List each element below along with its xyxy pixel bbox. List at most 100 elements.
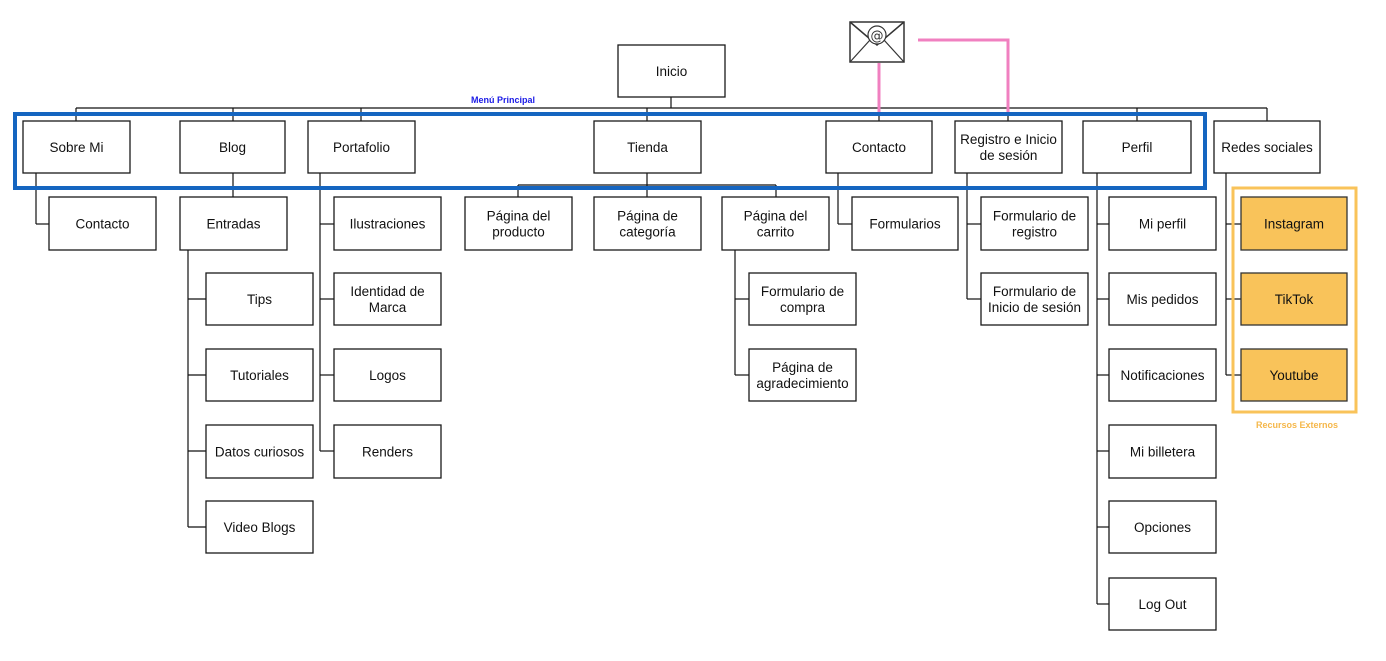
node-box [1082, 120, 1192, 174]
node-box [954, 120, 1063, 174]
node-box [748, 348, 857, 402]
node-box [1240, 348, 1348, 402]
email-to-register-line [918, 38, 1010, 112]
node-renders: Renders [333, 424, 442, 479]
node-box [1108, 272, 1217, 326]
node-box [1240, 272, 1348, 326]
node-inicio: Inicio [617, 44, 726, 98]
node-mi-perfil: Mi perfil [1108, 196, 1217, 251]
node-label: Mis pedidos [1126, 292, 1198, 307]
node-box [333, 424, 442, 479]
node-logos: Logos [333, 348, 442, 402]
node-box [748, 272, 857, 326]
node-box [851, 196, 959, 251]
external-resources-caption: Recursos Externos [1256, 420, 1338, 430]
node-logout: Log Out [1108, 577, 1217, 631]
node-notificaciones: Notificaciones [1108, 348, 1217, 402]
node-box [22, 120, 131, 174]
node-tips: Tips [205, 272, 314, 326]
node-label: Blog [219, 140, 246, 155]
node-tiktok: TikTok [1240, 272, 1348, 326]
node-label: categoría [619, 225, 676, 240]
node-label: Tutoriales [230, 368, 289, 383]
node-billetera: Mi billetera [1108, 424, 1217, 479]
node-label: Tips [247, 292, 272, 307]
node-label: Inicio de sesión [988, 300, 1081, 315]
node-label: compra [780, 300, 826, 315]
node-box [333, 348, 442, 402]
node-label: Página de [617, 209, 678, 224]
node-label: Log Out [1138, 597, 1186, 612]
node-label: Portafolio [333, 140, 390, 155]
node-box [980, 272, 1089, 326]
node-label: Página del [487, 209, 551, 224]
node-redes: Redes sociales [1213, 120, 1321, 174]
node-label: Notificaciones [1120, 368, 1204, 383]
node-box [1108, 424, 1217, 479]
node-contacto-menu: Contacto [825, 120, 933, 174]
node-label: Formulario de [993, 209, 1076, 224]
main-menu-caption: Menú Principal [471, 95, 535, 105]
at-sign-icon: @ [871, 29, 884, 44]
at-sign-ring [867, 25, 887, 45]
node-box [333, 272, 442, 326]
external-resources-frame [1231, 186, 1358, 414]
node-ilustraciones: Ilustraciones [333, 196, 442, 251]
node-label: Formulario de [993, 284, 1076, 299]
node-label: Datos curiosos [215, 445, 305, 460]
node-box [1108, 196, 1217, 251]
node-contacto-sub: Contacto [48, 196, 157, 251]
node-label: Página de [772, 360, 833, 375]
node-label: Tienda [627, 140, 668, 155]
node-label: Ilustraciones [350, 217, 426, 232]
node-box [205, 500, 314, 554]
connector-lines [35, 97, 1268, 605]
node-youtube: Youtube [1240, 348, 1348, 402]
node-opciones: Opciones [1108, 500, 1217, 554]
node-portafolio: Portafolio [307, 120, 416, 174]
node-tienda: Tienda [593, 120, 702, 174]
node-label: Formulario de [761, 284, 844, 299]
node-box [333, 196, 442, 251]
group-frames [13, 112, 1358, 414]
node-label: Opciones [1134, 520, 1191, 535]
node-box [1213, 120, 1321, 174]
node-label: Logos [369, 368, 406, 383]
node-label: Perfil [1122, 140, 1153, 155]
node-entradas: Entradas [179, 196, 288, 251]
node-box [179, 120, 286, 174]
node-box [48, 196, 157, 251]
node-label: registro [1012, 225, 1057, 240]
node-datos: Datos curiosos [205, 424, 314, 479]
node-label: Página del [744, 209, 808, 224]
node-label: Instagram [1264, 217, 1324, 232]
node-tutoriales: Tutoriales [205, 348, 314, 402]
node-label: Mi perfil [1139, 217, 1186, 232]
node-label: Registro e Inicio [960, 132, 1057, 147]
node-box [179, 196, 288, 251]
main-menu-frame [13, 112, 1207, 190]
envelope-fold-right [883, 39, 905, 63]
node-label: Contacto [75, 217, 129, 232]
node-label: Youtube [1269, 368, 1318, 383]
envelope-at-icon: @ [849, 21, 905, 63]
node-box [593, 120, 702, 174]
node-pedidos: Mis pedidos [1108, 272, 1217, 326]
node-box [1240, 196, 1348, 251]
node-box [205, 272, 314, 326]
node-label: producto [492, 225, 545, 240]
node-box [307, 120, 416, 174]
node-box [593, 196, 702, 251]
node-label: Inicio [656, 64, 688, 79]
node-box [1108, 577, 1217, 631]
node-box [1108, 500, 1217, 554]
